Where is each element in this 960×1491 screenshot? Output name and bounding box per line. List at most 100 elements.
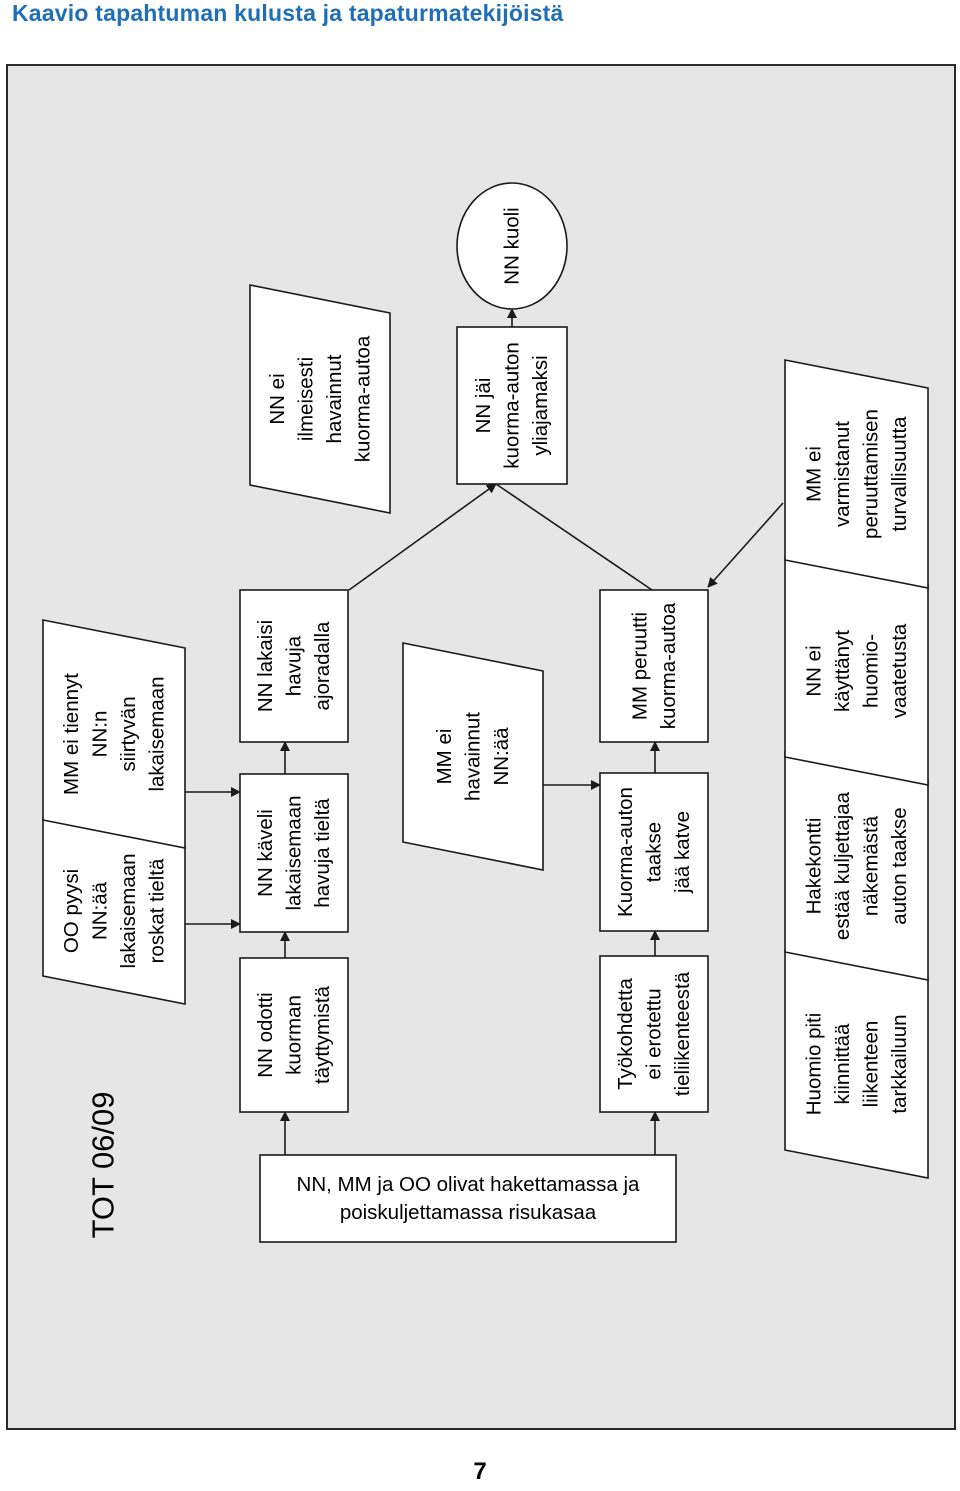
page-title: Kaavio tapahtuman kulusta ja tapaturmate… bbox=[12, 0, 564, 26]
node-mm-peruutti: MM peruutti kuorma-autoa bbox=[599, 589, 709, 743]
node-label-line: havuja tieltä bbox=[311, 798, 334, 908]
node-label-line: lakaisemaan bbox=[145, 676, 168, 791]
node-shape-rectangle bbox=[599, 772, 709, 932]
node-shape-parallelogram bbox=[784, 359, 929, 589]
node-label-line: havainnut bbox=[323, 354, 346, 443]
node-label-line: Hakekontti bbox=[802, 818, 825, 915]
node-label-line: OO pyysi bbox=[60, 869, 83, 953]
node-label-line: estää kuljettajaa bbox=[831, 791, 854, 940]
node-label-line: yliajamaksi bbox=[529, 355, 552, 455]
node-label-line: kuorma-autoa bbox=[351, 335, 374, 462]
node-shape-rectangle bbox=[599, 589, 709, 743]
node-label-line: havuja bbox=[283, 635, 306, 696]
node-label-line: NN lakaisi bbox=[254, 620, 277, 712]
connector-mm-peruutti-to-nn-jai bbox=[495, 483, 653, 591]
diagram-code-label: TOT 06/09 bbox=[86, 1091, 121, 1238]
node-label-line: kuorman bbox=[283, 995, 306, 1075]
node-label-line: taakse bbox=[643, 822, 666, 882]
node-label-line: NN kuoli bbox=[501, 207, 524, 284]
node-shape-parallelogram bbox=[42, 619, 186, 849]
node-label-line: vaatetusta bbox=[888, 623, 911, 718]
connector-layer bbox=[183, 308, 784, 1155]
node-label-line: tarkkailuun bbox=[888, 1014, 911, 1113]
node-label-line: MM peruutti bbox=[628, 612, 651, 720]
node-label-line: NN, MM ja OO olivat hakettamassa ja bbox=[297, 1173, 641, 1196]
node-shape-rectangle bbox=[456, 326, 568, 485]
node-label-line: varmistanut bbox=[831, 421, 854, 527]
node-label-line: MM ei bbox=[802, 446, 825, 502]
node-label-line: havainnut bbox=[462, 712, 485, 801]
node-label-line: jää katve bbox=[671, 811, 694, 894]
node-label-line: ei erotettu bbox=[643, 988, 666, 1079]
page-number: 7 bbox=[473, 1458, 487, 1485]
node-label-line: NN:n bbox=[88, 711, 111, 758]
connector-mm-ei-varmistanut-to-mm-peruutti bbox=[707, 502, 784, 588]
node-label-line: kuorma-auton bbox=[501, 342, 524, 468]
node-shape-rectangle bbox=[239, 957, 349, 1113]
node-shape-ellipse bbox=[456, 182, 568, 310]
node-label-line: käyttänyt bbox=[831, 630, 854, 712]
connector-nn-lakaisi-to-nn-jai bbox=[348, 483, 497, 591]
node-label-line: tieliikenteestä bbox=[671, 971, 694, 1096]
node-label-line: NN:ää bbox=[490, 727, 513, 786]
node-label-line: Työkohdetta bbox=[614, 978, 637, 1090]
node-label-line: huomio- bbox=[859, 634, 882, 708]
node-label-line: Huomio piti bbox=[802, 1013, 825, 1116]
node-label-line: täyttymistä bbox=[311, 985, 334, 1084]
node-label-line: poiskuljettamassa risukasaa bbox=[340, 1201, 597, 1224]
node-label-line: NN ei bbox=[802, 645, 825, 696]
node-label-line: NN jäi bbox=[472, 378, 495, 434]
node-label-line: kiinnittää bbox=[831, 1023, 854, 1105]
node-label-line: auton taakse bbox=[888, 807, 911, 924]
node-label-line: MM ei bbox=[433, 729, 456, 785]
node-label-line: siirtyvän bbox=[117, 696, 140, 771]
node-label-line: peruuttamisen bbox=[859, 409, 882, 539]
node-label-line: NN ei bbox=[266, 373, 289, 424]
node-label-line: turvallisuutta bbox=[888, 416, 911, 532]
node-label-line: kuorma-autoa bbox=[657, 602, 680, 729]
node-label-line: NN:ää bbox=[88, 881, 111, 940]
node-nn-kuoli: NN kuoli bbox=[456, 182, 568, 310]
node-shape-rectangle bbox=[239, 773, 349, 933]
node-label-line: roskat tieltä bbox=[145, 858, 168, 963]
node-label-line: liikenteen bbox=[859, 1021, 882, 1108]
node-label-line: näkemästä bbox=[859, 815, 882, 916]
node-shape-parallelogram bbox=[249, 284, 391, 514]
node-shape-rectangle bbox=[239, 589, 349, 743]
node-label-line: NN käveli bbox=[254, 809, 277, 897]
node-label: MM peruutti kuorma-autoa bbox=[628, 602, 680, 729]
node-label: NN, MM ja OO olivat hakettamassa ja poisk… bbox=[297, 1173, 641, 1224]
node-label: NN kuoli bbox=[501, 207, 524, 284]
node-label-line: lakaisemaan bbox=[283, 795, 306, 910]
node-label-line: NN odotti bbox=[254, 992, 277, 1077]
node-label-line: Kuorma-auton bbox=[614, 787, 637, 917]
node-shape-rectangle bbox=[599, 955, 709, 1113]
